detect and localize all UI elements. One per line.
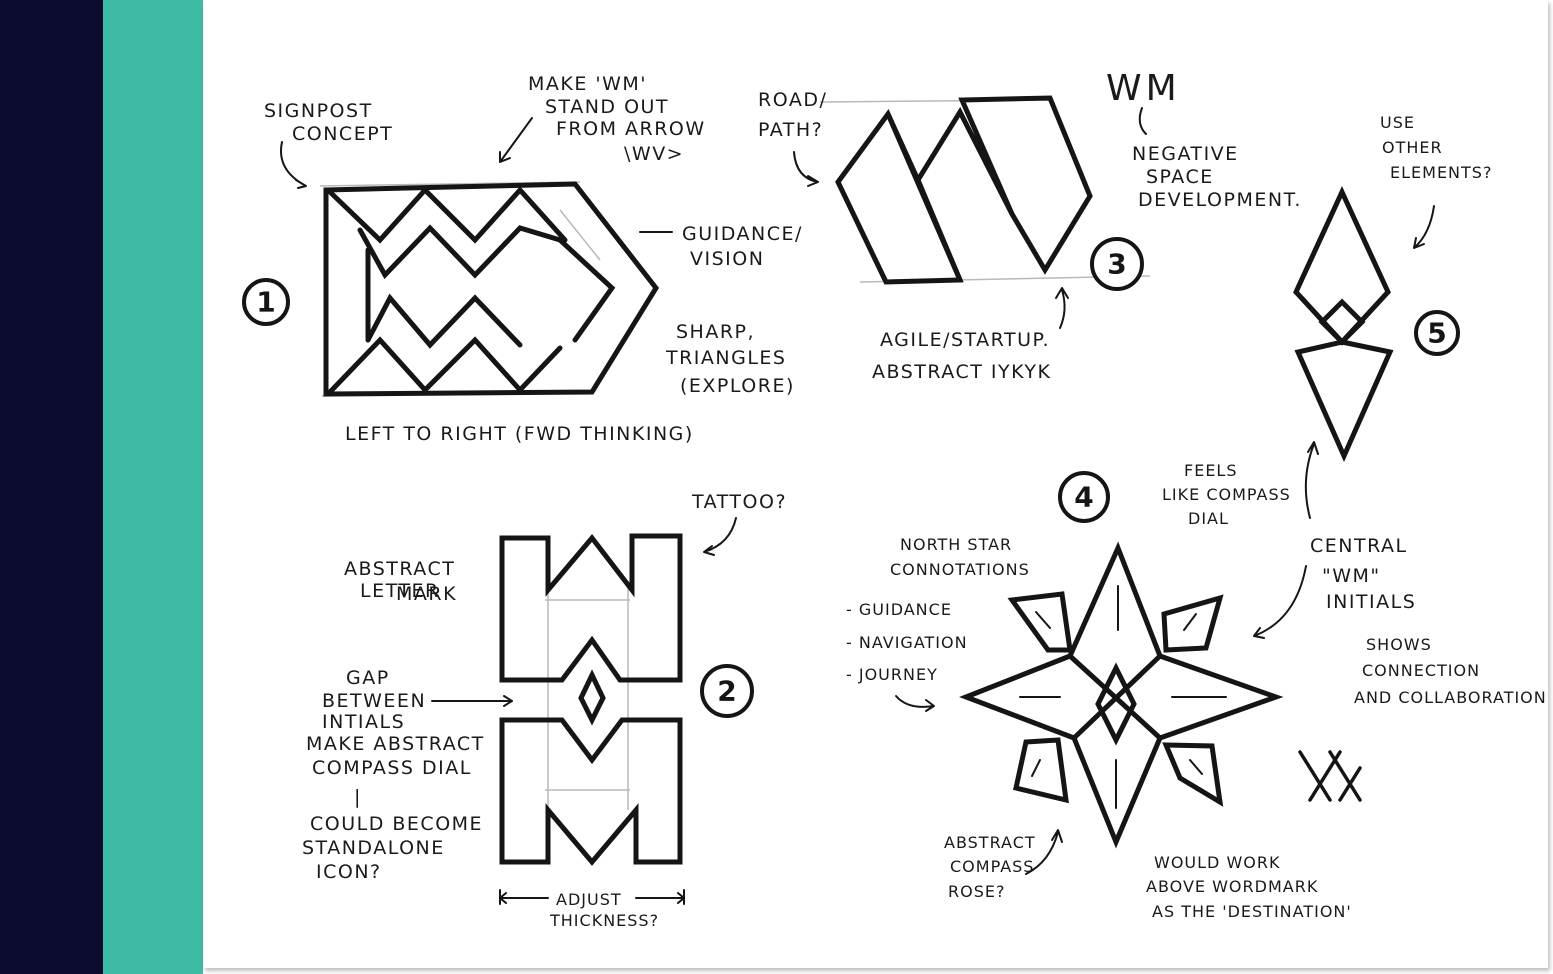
compass-dial-note-1: FEELS	[1184, 461, 1238, 480]
badge-4: 4	[1058, 471, 1110, 523]
road-note-1: ROAD/	[758, 89, 827, 111]
agile-note-2: ABSTRACT IYKYK	[872, 361, 1051, 383]
negative-note-1: NEGATIVE	[1132, 143, 1239, 165]
badge-4-label: 4	[1074, 481, 1093, 514]
gap-note-4: MAKE ABSTRACT	[306, 733, 485, 755]
shows-note-2: CONNECTION	[1362, 661, 1480, 680]
central-note-1: CENTRAL	[1310, 535, 1408, 557]
badge-2-label: 2	[717, 675, 736, 708]
badge-5-label: 5	[1427, 317, 1446, 350]
badge-1: 1	[242, 278, 290, 326]
signpost-note-2: CONCEPT	[292, 123, 393, 145]
bullet-navigation: - NAVIGATION	[846, 633, 968, 652]
central-note-3: INITIALS	[1326, 591, 1416, 613]
wm-note-2: STAND OUT	[545, 96, 669, 118]
badge-3-label: 3	[1107, 248, 1126, 281]
gap-note-1: GAP	[346, 667, 390, 689]
bullet-journey: - JOURNEY	[846, 665, 938, 684]
sketch-sheet	[203, 0, 1548, 968]
elements-note-3: ELEMENTS?	[1390, 163, 1492, 182]
concept-1-notes: SIGNPOST CONCEPT MAKE 'WM' STAND OUT FRO…	[264, 73, 803, 445]
road-note-2: PATH?	[758, 119, 823, 141]
rose-note-3: ROSE?	[948, 882, 1005, 901]
sharp-note-2: TRIANGLES	[665, 347, 787, 369]
rose-note-1: ABSTRACT	[944, 833, 1036, 852]
north-star-note-1: NORTH STAR	[900, 535, 1012, 554]
gap-note-3: INTIALS	[322, 711, 405, 733]
concept-4-notes: FEELS LIKE COMPASS DIAL NORTH STAR CONNO…	[846, 461, 1547, 921]
concept-5-notes: USE OTHER ELEMENTS?	[1304, 113, 1492, 519]
compass-dial-note-3: DIAL	[1188, 509, 1229, 528]
teal-side-band	[103, 0, 203, 974]
wordmark-note-2: ABOVE WORDMARK	[1146, 877, 1318, 896]
gap-note-5: COMPASS DIAL	[312, 757, 472, 779]
concept-4-sketch	[959, 541, 1284, 849]
central-note-2: "WM"	[1322, 565, 1381, 587]
negative-note-3: DEVELOPMENT.	[1138, 189, 1302, 211]
sharp-note-1: SHARP,	[676, 321, 755, 343]
wm-letters: WM	[1106, 68, 1181, 109]
wm-note-1: MAKE 'WM'	[528, 73, 647, 95]
rose-note-2: COMPASS	[950, 857, 1034, 876]
concept-2-sketch	[499, 533, 683, 866]
guidance-note-1: GUIDANCE/	[682, 223, 803, 245]
thickness-note-2: THICKNESS?	[549, 911, 659, 930]
badge-3: 3	[1090, 237, 1144, 291]
gap-note-2: BETWEEN	[322, 690, 426, 712]
standalone-note-2: STANDALONE	[302, 837, 445, 859]
concept-1-sketch	[319, 181, 660, 397]
wordmark-note-1: WOULD WORK	[1154, 853, 1280, 872]
concept-2-notes: TATTOO? ABSTRACT LETTER MARK GAP BETWEEN…	[302, 491, 787, 930]
badge-5: 5	[1414, 310, 1460, 356]
navy-side-band	[0, 0, 103, 974]
standalone-note-3: ICON?	[316, 861, 382, 883]
lettermark-note-3: MARK	[396, 583, 457, 605]
concept-3-notes: ROAD/ PATH? WM NEGATIVE SPACE DEVELOPMEN…	[758, 68, 1302, 383]
north-star-note-2: CONNOTATIONS	[890, 560, 1030, 579]
compass-dial-note-2: LIKE COMPASS	[1162, 485, 1291, 504]
badge-2: 2	[700, 664, 754, 718]
agile-note-1: AGILE/STARTUP.	[880, 329, 1050, 351]
thickness-note-1: ADJUST	[556, 890, 622, 909]
elements-note-1: USE	[1380, 113, 1415, 132]
bullet-guidance: - GUIDANCE	[846, 600, 952, 619]
guidance-note-2: VISION	[690, 248, 764, 270]
shows-note-1: SHOWS	[1366, 635, 1432, 654]
elements-note-2: OTHER	[1382, 138, 1443, 157]
negative-note-2: SPACE	[1146, 166, 1214, 188]
lettermark-note-2: LETTER	[360, 580, 440, 602]
gap-divider: |	[354, 786, 362, 808]
doodle-note: \WV>	[624, 143, 684, 165]
left-to-right-caption: LEFT TO RIGHT (FWD THINKING)	[345, 423, 694, 445]
badge-1-label: 1	[256, 286, 275, 319]
sharp-note-3: (EXPLORE)	[680, 375, 795, 397]
standalone-note-1: COULD BECOME	[310, 813, 483, 835]
shows-note-3: AND COLLABORATION	[1354, 688, 1547, 707]
concept-5-sketch	[1293, 186, 1394, 463]
wm-note-3: FROM ARROW	[556, 118, 706, 140]
wordmark-note-3: AS THE 'DESTINATION'	[1152, 902, 1352, 921]
lettermark-note-1: ABSTRACT	[344, 558, 455, 580]
signpost-note-1: SIGNPOST	[264, 100, 373, 122]
tattoo-note: TATTOO?	[691, 491, 787, 513]
